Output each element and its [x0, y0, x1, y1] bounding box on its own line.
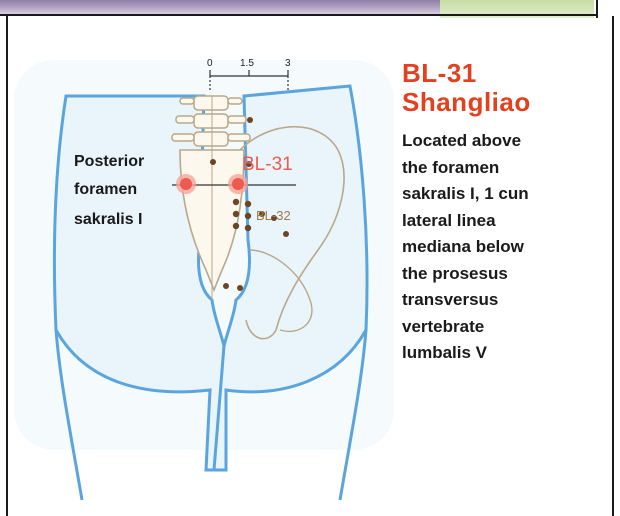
description-line: lumbalis V: [402, 340, 612, 367]
left-label-line-1: Posterior: [74, 154, 144, 170]
description-line: the foramen: [402, 155, 612, 182]
description-line: mediana below: [402, 234, 612, 261]
bl31-point-left: [180, 178, 192, 190]
bl31-point-right: [232, 178, 244, 190]
scale-tick-2: 3: [285, 58, 291, 69]
acupoint-code: BL-31: [402, 60, 477, 86]
left-label-line-3: sakralis I: [74, 212, 143, 228]
description-line: Located above: [402, 128, 612, 155]
scale-tick-0: 0: [207, 58, 213, 69]
bl32-diagram-label: BL-32: [256, 208, 291, 223]
description-line: the prosesus: [402, 261, 612, 288]
description-line: transversus: [402, 287, 612, 314]
description-line: vertebrate: [402, 314, 612, 341]
description-line: sakralis I, 1 cun: [402, 181, 612, 208]
lumbar-spine: [172, 96, 250, 146]
bl31-diagram-label: BL-31: [242, 154, 293, 175]
description-line: lateral linea: [402, 208, 612, 235]
acupoint-description: Located above the foramen sakralis I, 1 …: [402, 128, 612, 367]
left-label-line-2: foramen: [74, 182, 137, 198]
scale-tick-1: 1.5: [240, 58, 254, 69]
acupoint-name: Shangliao: [402, 89, 531, 115]
